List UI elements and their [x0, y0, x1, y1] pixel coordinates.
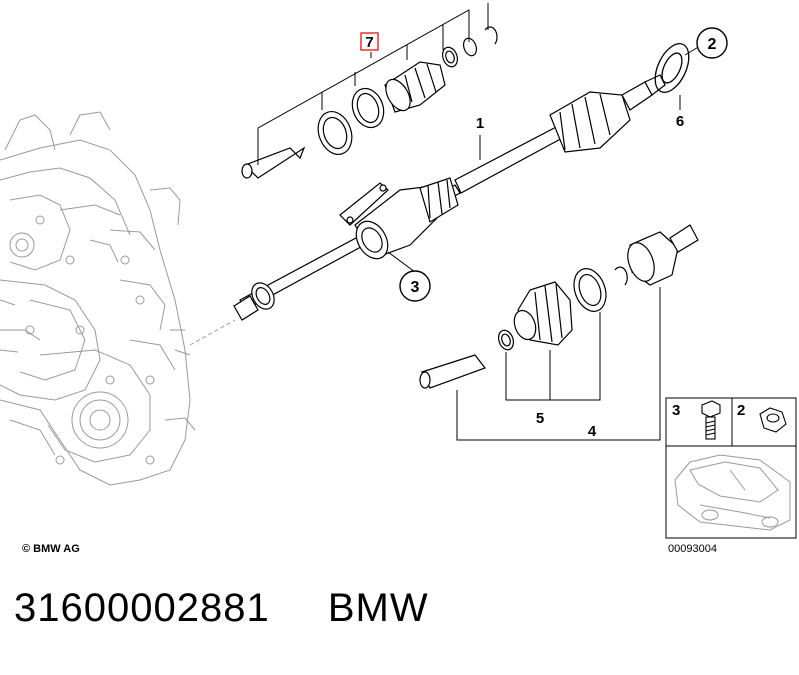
repair-kit-7: [241, 26, 498, 179]
copyright-text: © BMW AG: [22, 543, 80, 555]
callout-4: 4: [588, 423, 597, 440]
brand-name: BMW: [327, 586, 429, 630]
diagram-code: 00093004: [668, 543, 717, 555]
axis-dash-line: [189, 319, 236, 346]
inset-label-2: 2: [737, 402, 745, 419]
callout-5: 5: [536, 410, 544, 427]
svg-text:1: 1: [476, 115, 484, 132]
callout-leaders: [387, 42, 706, 273]
svg-text:3: 3: [411, 279, 420, 296]
svg-text:7: 7: [365, 34, 373, 51]
callout-3: 3: [399, 270, 431, 302]
svg-text:5: 5: [536, 410, 544, 427]
nut-icon: [759, 407, 787, 433]
svg-text:2: 2: [708, 36, 717, 53]
kit-7-leaders: [257, 3, 489, 165]
washer-6: [654, 43, 690, 93]
kit-lower-leaders: [456, 287, 661, 441]
drive-shaft-upper: [233, 74, 666, 321]
callout-1: 1: [476, 115, 484, 132]
part-number: 31600002881: [14, 586, 270, 630]
inset-panel: 3 2: [665, 397, 797, 539]
repair-kit-lower: [419, 224, 699, 389]
callout-7: 7: [360, 32, 379, 51]
gearbox-sketch: [0, 111, 196, 486]
svg-text:6: 6: [676, 113, 684, 130]
footer-caption: 31600002881 BMW: [14, 586, 429, 631]
svg-text:4: 4: [588, 423, 597, 440]
inset-label-3: 3: [672, 402, 680, 419]
bolt-icon: [701, 400, 721, 440]
callout-6: 6: [676, 113, 684, 130]
callout-2: 2: [696, 27, 728, 59]
car-sketch: [674, 454, 791, 531]
